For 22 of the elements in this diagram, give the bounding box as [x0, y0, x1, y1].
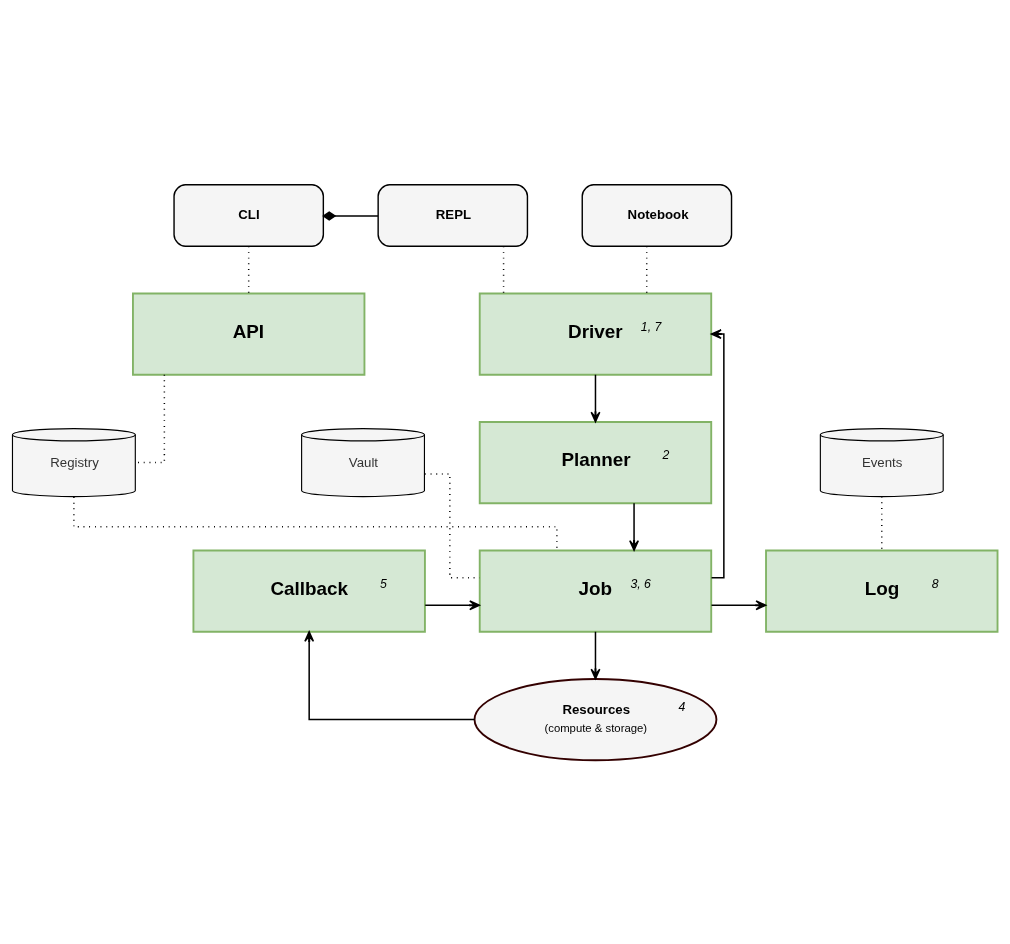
node-box: Callback 5: [192, 549, 426, 633]
node-box: REPL: [377, 183, 529, 247]
connector: [645, 245, 648, 294]
arrow: [590, 373, 601, 422]
connector: [247, 245, 250, 294]
node-ellipse: Resources (compute & storage) 4: [473, 677, 718, 761]
node-box: CLI: [173, 183, 325, 247]
node-box: Driver 1, 7: [478, 292, 713, 376]
connector: [322, 210, 379, 221]
node-box: Log 8: [765, 549, 999, 633]
arrow: [424, 599, 481, 610]
connector: [502, 245, 505, 294]
node-box: Notebook: [581, 183, 733, 247]
node-box: API: [132, 292, 366, 376]
arrow: [304, 630, 476, 720]
connector: [73, 495, 558, 551]
arrow: [590, 630, 601, 679]
connector: [881, 495, 883, 551]
arrow: [629, 502, 640, 551]
node-box: Planner 2: [478, 420, 713, 504]
node-box: Job 3, 6: [478, 549, 713, 633]
arrow: [710, 599, 767, 610]
